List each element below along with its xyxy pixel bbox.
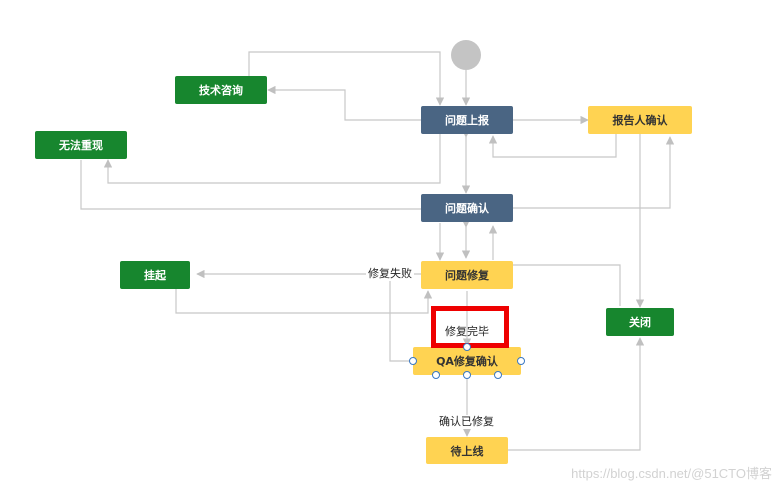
edge-label-confirm-fixed: 确认已修复 — [437, 415, 496, 429]
node-issue-report[interactable]: 问题上报 — [421, 106, 513, 134]
edge-norepro-to-confirm — [80, 160, 421, 210]
resize-handle-bottom-center[interactable] — [463, 371, 471, 379]
edge-suspend-to-fix — [175, 289, 433, 314]
resize-handle-bottom-right[interactable] — [494, 371, 502, 379]
edge-confirm-to-reporter — [513, 136, 675, 209]
edge-report-to-consult — [267, 85, 421, 121]
start-node[interactable] — [451, 40, 481, 70]
node-issue-confirm[interactable]: 问题确认 — [421, 194, 513, 222]
node-qa-confirm[interactable]: QA修复确认 — [413, 347, 521, 375]
watermark-text: https://blog.csdn.net/@51CTO博客 — [571, 466, 772, 481]
resize-handle-bottom-left[interactable] — [432, 371, 440, 379]
edge-label-fix-done[interactable]: 修复完毕 — [445, 325, 489, 338]
resize-handle-right[interactable] — [517, 357, 525, 365]
edge-reporter-to-report — [488, 134, 617, 158]
edge-label-fix-failed: 修复失败 — [366, 267, 414, 281]
edge-fix-to-close — [513, 264, 621, 306]
edge-consult-to-report — [248, 51, 445, 106]
resize-handle-left[interactable] — [409, 357, 417, 365]
resize-handle-top-center[interactable] — [463, 343, 471, 351]
node-cannot-reproduce[interactable]: 无法重现 — [35, 131, 127, 159]
node-issue-fix[interactable]: 问题修复 — [421, 261, 513, 289]
node-reporter-confirm[interactable]: 报告人确认 — [588, 106, 692, 134]
edge-release-to-close — [508, 337, 645, 451]
edge-report-to-norepro — [103, 134, 441, 184]
node-suspend[interactable]: 挂起 — [120, 261, 190, 289]
edge-qa-to-fix-failed — [389, 274, 413, 362]
node-tech-consult[interactable]: 技术咨询 — [175, 76, 267, 104]
node-close[interactable]: 关闭 — [606, 308, 674, 336]
node-pending-release[interactable]: 待上线 — [426, 437, 508, 464]
